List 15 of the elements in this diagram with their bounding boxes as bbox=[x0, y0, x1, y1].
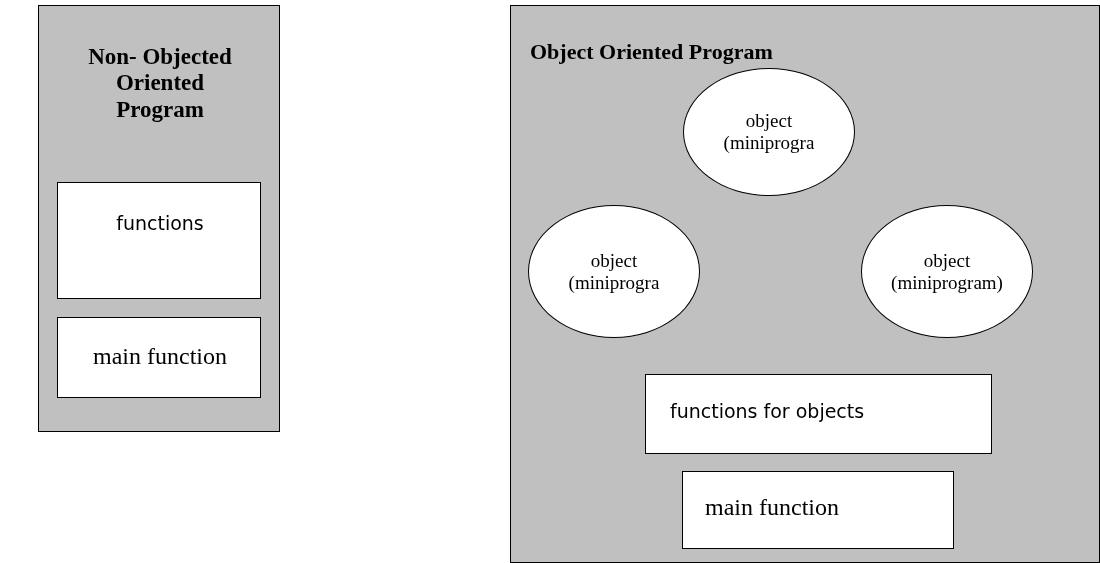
ellipse-label: object (miniprogram) bbox=[890, 249, 1004, 294]
ellipse-label: object (miniprogra bbox=[722, 110, 816, 154]
panel-title: Object Oriented Program bbox=[530, 39, 774, 65]
program-panel bbox=[38, 5, 280, 432]
function-box bbox=[682, 471, 954, 549]
functions-box bbox=[645, 374, 992, 454]
function-box bbox=[57, 317, 261, 398]
functions-box bbox=[57, 182, 261, 299]
program-panel bbox=[510, 5, 1100, 563]
box-label: functions bbox=[115, 213, 205, 235]
box-label: functions for objects bbox=[670, 401, 866, 423]
ellipse-label: object (miniprogra bbox=[567, 249, 661, 294]
box-label: main function bbox=[705, 494, 840, 522]
panel-title: Non- Objected Oriented Program bbox=[87, 44, 233, 124]
box-label: main function bbox=[92, 343, 228, 371]
